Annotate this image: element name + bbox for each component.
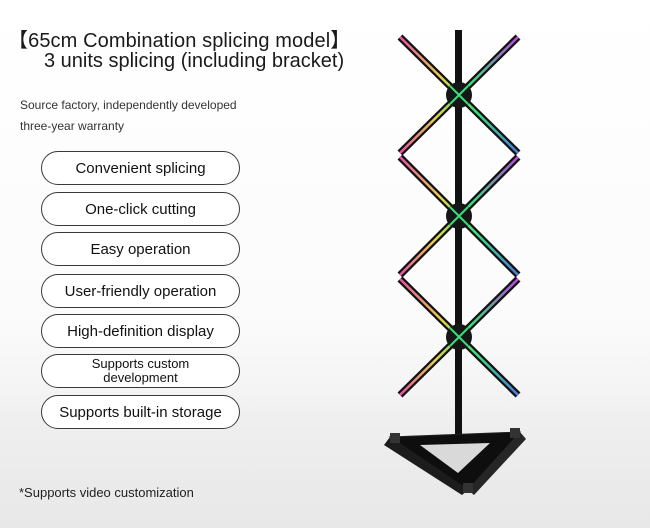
subtitle-line-1: Source factory, independently developed — [20, 98, 237, 112]
hologram-fan-stand-image — [384, 30, 526, 495]
fan-unit-3 — [397, 276, 521, 398]
tripod-base — [384, 428, 526, 495]
feature-pill-easy-operation: Easy operation — [41, 232, 240, 266]
feature-pill-convenient-splicing: Convenient splicing — [41, 151, 240, 185]
feature-pill-built-in-storage: Supports built-in storage — [41, 395, 240, 429]
feature-pill-user-friendly-operation: User-friendly operation — [41, 274, 240, 308]
feature-pill-high-definition-display: High-definition display — [41, 314, 240, 348]
fan-unit-1 — [397, 34, 521, 156]
footnote: *Supports video customization — [19, 485, 194, 500]
title-line-1: 【65cm Combination splicing model】 — [8, 30, 351, 52]
feature-pill-one-click-cutting: One-click cutting — [41, 192, 240, 226]
title-line-2: 3 units splicing (including bracket) — [44, 50, 345, 72]
stand-pole — [455, 30, 462, 455]
subtitle-line-2: three-year warranty — [20, 119, 125, 133]
feature-pill-custom-development: Supports custom development — [41, 354, 240, 388]
fan-unit-2 — [397, 154, 521, 278]
